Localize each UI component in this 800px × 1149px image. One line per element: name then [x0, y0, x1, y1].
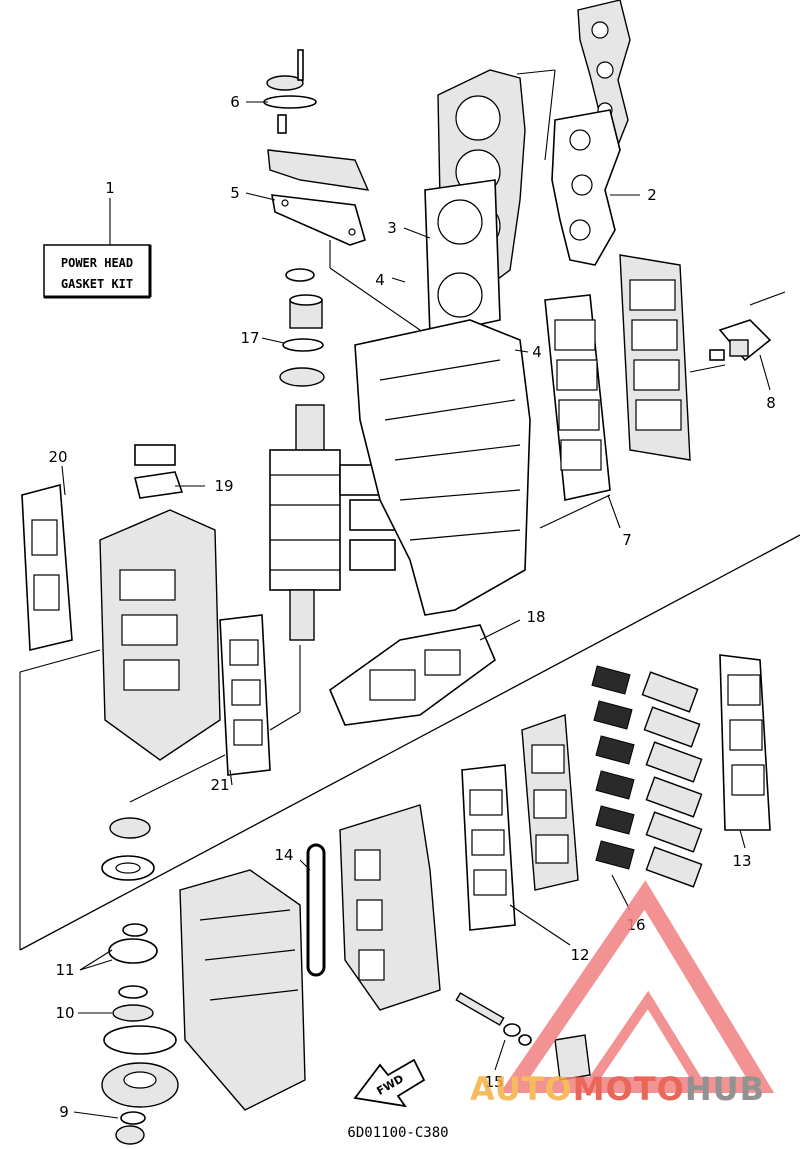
exhaust-gasket: [544, 294, 611, 501]
callout-15: 15: [484, 1073, 503, 1091]
o-ring: [306, 843, 326, 977]
gasket-kit-line2: GASKET KIT: [61, 277, 133, 291]
callout-21: 21: [210, 776, 229, 794]
intake-manifold-left: [99, 509, 221, 761]
callout-13: 13: [732, 852, 751, 870]
lower-bearing-housing: [101, 923, 179, 1145]
cylinder-block: [354, 319, 531, 616]
watermark-hub: HUB: [685, 1070, 765, 1108]
thermostat-cap: [263, 49, 317, 134]
callout-5: 5: [230, 184, 240, 202]
intake-cover: [134, 444, 184, 499]
bearing-stack: [279, 268, 325, 387]
callout-12: 12: [570, 946, 589, 964]
drawing-code: 6D01100-C380: [347, 1125, 448, 1141]
water-cover: [267, 149, 370, 246]
callout-1: 1: [105, 179, 115, 197]
reed-plate: [219, 614, 271, 776]
callout-11: 11: [55, 961, 74, 979]
gasket-kit-line1: POWER HEAD: [61, 256, 133, 270]
reed-petals: [591, 665, 703, 888]
callout-18: 18: [526, 608, 545, 626]
intake-manifold-center: [339, 804, 441, 1011]
svg-text:AUTOMOTOHUB: AUTOMOTOHUB: [470, 1070, 765, 1108]
thermostat-housing: [709, 291, 786, 362]
fitting-assembly: [455, 992, 591, 1081]
leader-lines: [19, 69, 771, 1119]
gasket-kit-box: POWER HEAD GASKET KIT: [43, 244, 152, 299]
head-gasket: [424, 179, 501, 336]
forward-arrow: FWD: [353, 1058, 426, 1108]
reed-valve-block: [521, 714, 579, 891]
callout-4b: 4: [532, 343, 542, 361]
reed-gasket-left: [21, 483, 73, 652]
callout-19: 19: [214, 477, 233, 495]
callout-17: 17: [240, 329, 259, 347]
reed-gasket-center: [461, 764, 516, 931]
callout-8: 8: [766, 394, 776, 412]
exhaust-cover-stack: [551, 0, 631, 266]
lower-seals: [101, 817, 155, 881]
section-divider-line: [19, 534, 800, 951]
exhaust-plate: [619, 254, 691, 461]
callout-14: 14: [274, 846, 293, 864]
callout-2: 2: [647, 186, 657, 204]
callout-6: 6: [230, 93, 240, 111]
callout-3: 3: [387, 219, 397, 237]
callout-9: 9: [59, 1103, 69, 1121]
callout-labels: 1 2 3 4 4 5 6 7 8 9 10 11 12 13 14 15 16…: [48, 93, 775, 1121]
callout-7: 7: [622, 531, 632, 549]
intake-silencer: [179, 869, 306, 1111]
callout-10: 10: [55, 1004, 74, 1022]
callout-4a: 4: [375, 271, 385, 289]
watermark-logo: AUTOMOTOHUB: [470, 880, 775, 1108]
watermark-moto: MOTO: [573, 1070, 685, 1108]
callout-20: 20: [48, 448, 67, 466]
base-gasket: [329, 624, 496, 726]
watermark-auto: AUTO: [470, 1070, 573, 1108]
reed-gasket-right: [719, 654, 771, 831]
